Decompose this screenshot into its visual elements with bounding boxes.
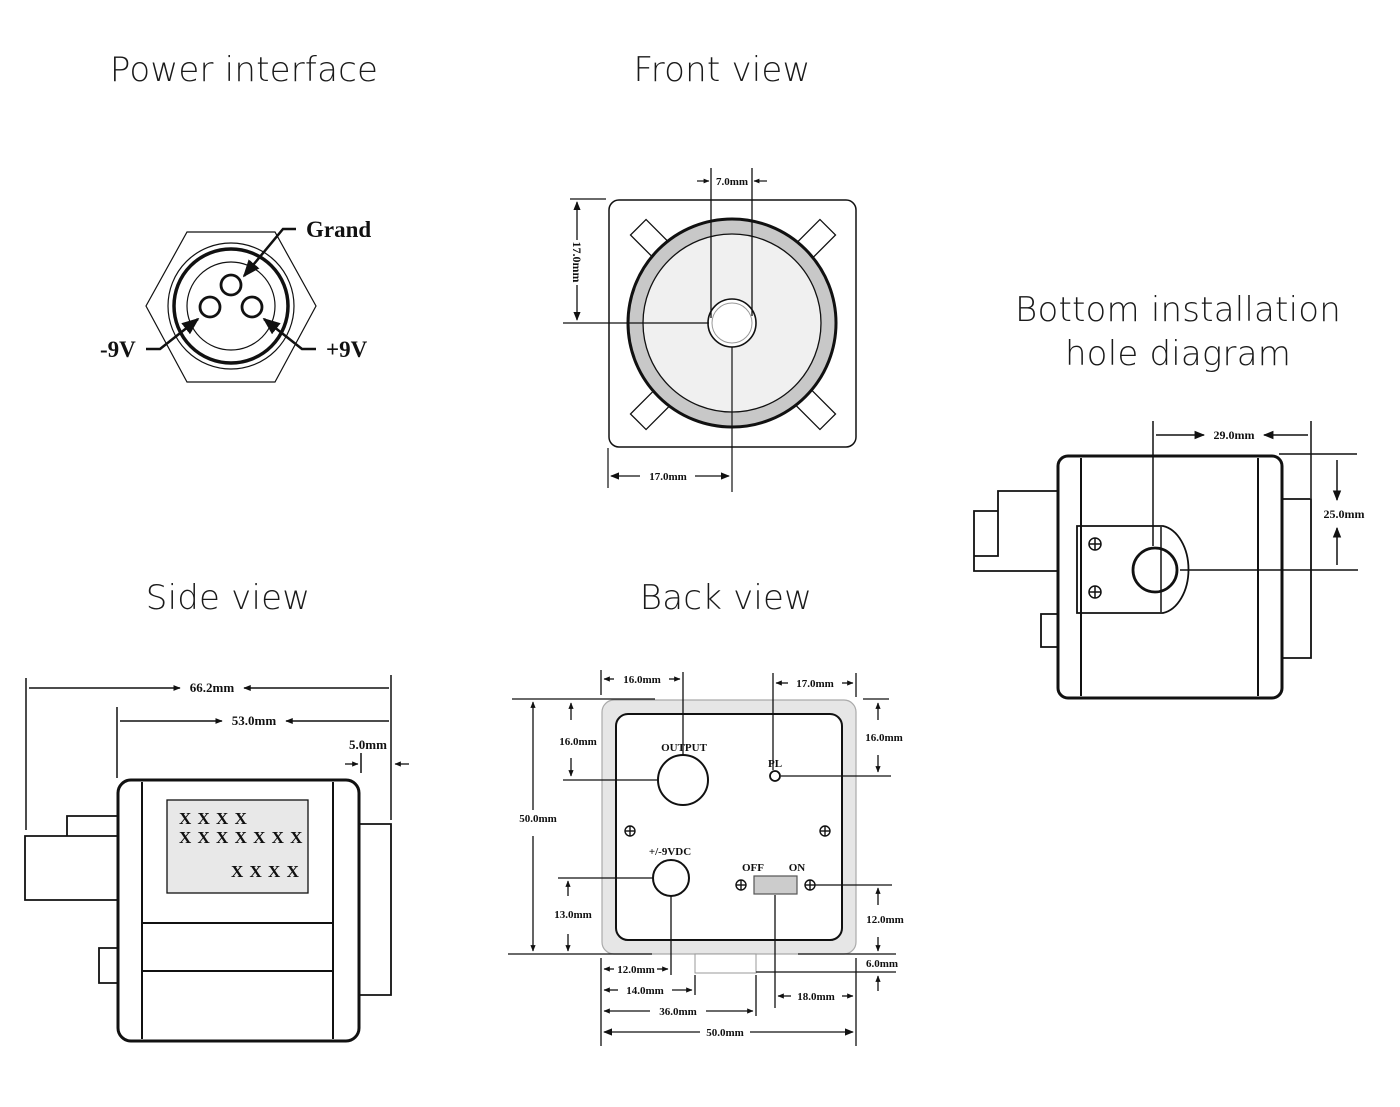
dim-label-foot: 6.0mm	[866, 958, 898, 970]
side-rear-connector	[359, 823, 392, 996]
side-stub	[98, 947, 118, 984]
label-plate-line3: X X X X	[231, 862, 300, 881]
dim-label-horizontal: 17.0mm	[649, 471, 687, 483]
label-off: OFF	[742, 862, 764, 874]
side-housing	[116, 778, 361, 1043]
title-back-view: Back view	[639, 578, 813, 618]
front-view-drawing: 7.0mm 17.0mm 17.0mm	[563, 168, 857, 492]
connector-body	[172, 247, 290, 365]
title-power-interface: Power interface	[109, 50, 379, 90]
dim-label-66: 66.2mm	[190, 680, 235, 695]
label-positive: +9V	[326, 337, 368, 362]
dim-label-height: 50.0mm	[519, 813, 557, 825]
label-plate	[166, 799, 309, 894]
label-output: OUTPUT	[661, 742, 708, 754]
title-bottom-line2: hole diagram	[1064, 334, 1292, 374]
dim-label-foot-right: 36.0mm	[659, 1006, 697, 1018]
lens-bore-inner	[711, 302, 753, 344]
pin-ground	[219, 273, 243, 297]
back-dimension-arrows	[530, 676, 881, 1036]
back-extension-lines	[508, 670, 896, 1046]
label-plate-line1: X X X X	[179, 809, 248, 828]
title-bottom-view: Bottom installation hole diagram	[1000, 288, 1356, 376]
pin-positive	[240, 295, 264, 319]
dim-label-foot-left: 14.0mm	[626, 985, 664, 997]
label-on: ON	[789, 862, 806, 874]
bottom-view-drawing: 29.0mm 25.0mm	[973, 421, 1365, 700]
power-switch	[753, 875, 798, 895]
dim-label-power-x: 12.0mm	[617, 964, 655, 976]
dim-label-switch-y: 12.0mm	[866, 914, 904, 926]
bracket-screws	[1088, 537, 1102, 599]
insulator-ring	[186, 261, 276, 351]
dim-label-pl-y: 16.0mm	[865, 732, 903, 744]
bottom-rear-connector	[1282, 498, 1312, 659]
dim-label-width: 50.0mm	[706, 1027, 744, 1039]
dim-label-bore: 7.0mm	[716, 176, 748, 188]
outer-ring	[167, 242, 295, 370]
bottom-housing	[1056, 454, 1284, 700]
lens-bore	[707, 298, 757, 348]
dim-label-vertical: 17.0mm	[570, 242, 584, 283]
title-front-view: Front view	[633, 50, 811, 90]
dim-label-output-y: 16.0mm	[559, 736, 597, 748]
leader-negative	[146, 317, 200, 351]
side-lens-mount	[24, 815, 118, 901]
side-view-drawing: X X X X X X X X X X X X X X X 66.2mm 53.…	[24, 675, 409, 1043]
dim-label-53: 53.0mm	[232, 713, 277, 728]
dim-label-output-x: 16.0mm	[623, 674, 661, 686]
dim-label-5: 5.0mm	[349, 737, 387, 752]
back-panel-inner	[615, 713, 843, 941]
power-connector: Grand -9V +9V	[100, 217, 371, 383]
back-foot	[694, 953, 757, 974]
label-plate-line2: X X X X X X X	[179, 828, 303, 847]
leader-positive	[262, 317, 316, 351]
bottom-side-stub	[1040, 613, 1058, 648]
dim-label-switch-x: 18.0mm	[797, 991, 835, 1003]
leader-ground	[242, 227, 296, 278]
dim-label-power-y: 13.0mm	[554, 909, 592, 921]
hex-nut-outline	[145, 231, 317, 383]
back-view-drawing: OUTPUT PL +/-9VDC OFF ON	[508, 670, 904, 1046]
tripod-hole	[1131, 546, 1179, 594]
label-power: +/-9VDC	[649, 846, 691, 858]
pl-led	[769, 770, 781, 782]
dim-label-pl-x: 17.0mm	[796, 678, 834, 690]
title-bottom-line1: Bottom installation	[1015, 290, 1341, 330]
label-pl: PL	[768, 758, 782, 770]
label-ground: Grand	[306, 217, 371, 242]
pin-negative	[198, 295, 222, 319]
title-side-view: Side view	[145, 578, 311, 618]
dim-label-25: 25.0mm	[1324, 507, 1365, 521]
label-negative: -9V	[100, 337, 136, 362]
mount-bracket	[1076, 525, 1190, 614]
dim-label-29: 29.0mm	[1214, 428, 1255, 442]
bottom-lens-mount	[973, 490, 1058, 572]
